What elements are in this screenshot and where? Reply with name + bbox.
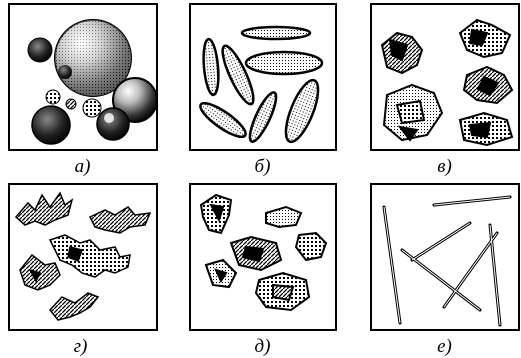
- panel-a: [8, 3, 158, 151]
- needle-particles-image: [372, 185, 520, 331]
- caption-g: г): [8, 336, 153, 358]
- panel-v: [370, 3, 520, 151]
- panel-g: [8, 183, 158, 331]
- caption-e: е): [372, 336, 517, 358]
- caption-d: д): [190, 336, 335, 358]
- ellipsoidal-particles-image: [191, 5, 337, 151]
- dendritic-particles-image: [10, 185, 158, 331]
- caption-b: б): [190, 156, 335, 178]
- spherical-particles-image: [10, 5, 158, 151]
- panel-b: [189, 3, 337, 151]
- irregular-compact-particles-image: [372, 5, 520, 151]
- caption-a: а): [10, 156, 155, 178]
- panel-e: [370, 183, 520, 331]
- caption-v: в): [372, 156, 517, 178]
- irregular-flat-particles-image: [191, 185, 337, 331]
- panel-d: [189, 183, 337, 331]
